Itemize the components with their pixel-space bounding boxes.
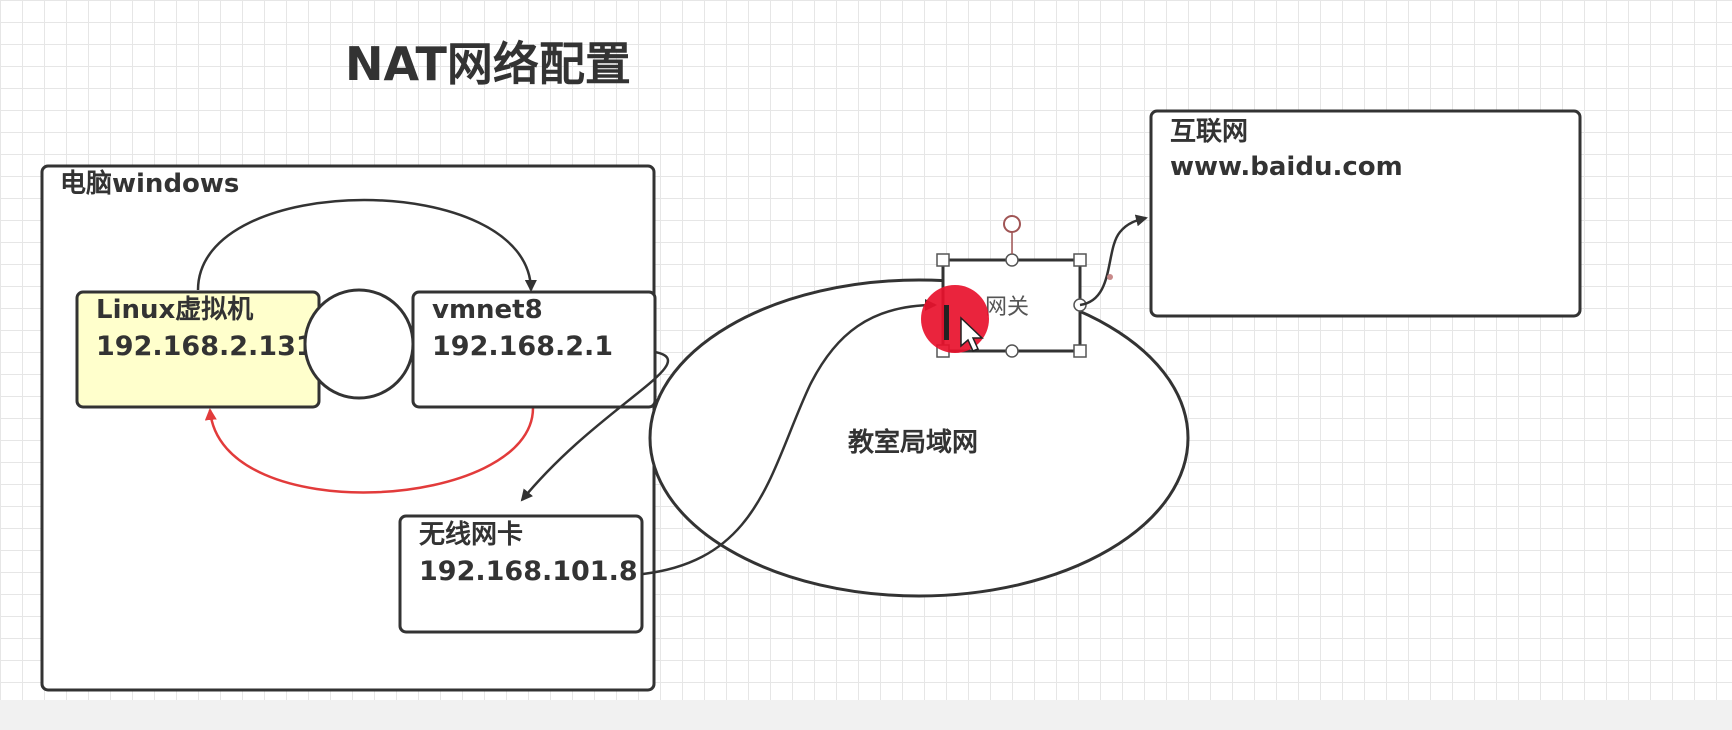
vm-vmnet8-connector-circle[interactable]: [303, 288, 415, 400]
rotate-handle[interactable]: [1003, 215, 1021, 233]
text-cursor-icon: [944, 305, 949, 340]
host-windows-label: 电脑windows: [60, 169, 239, 199]
gateway-label: 网关: [985, 295, 1029, 320]
connection-point-top[interactable]: [1005, 253, 1019, 267]
resize-handle-top-right[interactable]: [1073, 253, 1087, 267]
vmnet8-ip: 192.168.2.1: [432, 331, 613, 362]
vm-to-vmnet8-arrow[interactable]: [196, 198, 537, 292]
linux-vm-ip: 192.168.2.131: [96, 331, 315, 362]
wireless-nic-ip: 192.168.101.8: [419, 556, 638, 587]
resize-handle-bottom-right[interactable]: [1073, 344, 1087, 358]
resize-handle-top-left[interactable]: [936, 253, 950, 267]
cursor-highlight-marker: [921, 285, 989, 353]
internet-url: www.baidu.com: [1170, 152, 1403, 182]
wireless-nic-box[interactable]: [398, 514, 644, 634]
connection-point-bottom[interactable]: [1005, 344, 1019, 358]
lan-ellipse[interactable]: [648, 278, 1190, 598]
vmnet8-to-nic-arrow[interactable]: [520, 350, 670, 502]
bottom-scroll-area: [0, 700, 1732, 730]
linux-vm-name: Linux虚拟机: [96, 295, 253, 325]
mouse-pointer-icon: [960, 316, 984, 352]
nic-to-gateway-arrow[interactable]: [642, 299, 937, 576]
vmnet8-box[interactable]: [411, 290, 657, 409]
nat-diagram[interactable]: NAT网络配置 电脑windows Linux虚拟机 192.168.2.131…: [0, 0, 1732, 700]
internet-name: 互联网: [1170, 117, 1248, 147]
lan-label: 教室局域网: [848, 427, 978, 458]
vmnet8-to-vm-return-arrow[interactable]: [204, 407, 535, 494]
wireless-nic-name: 无线网卡: [419, 520, 523, 550]
connector-waypoint-dot: [1107, 274, 1113, 280]
page-title: NAT网络配置: [345, 37, 631, 91]
vmnet8-name: vmnet8: [432, 295, 543, 325]
gateway-to-internet-arrow[interactable]: [1079, 214, 1148, 307]
internet-box[interactable]: [1149, 109, 1582, 318]
